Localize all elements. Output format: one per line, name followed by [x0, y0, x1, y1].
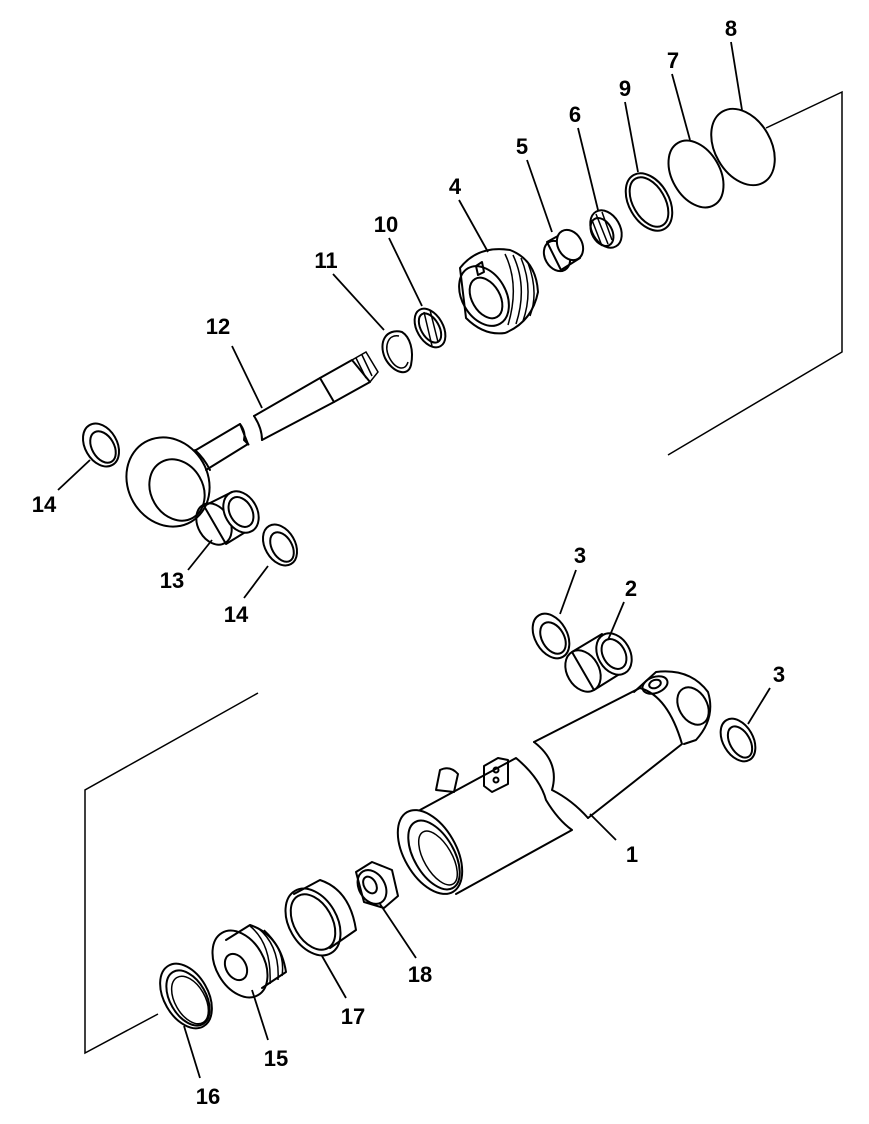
- part-13-bushing: [195, 490, 260, 546]
- upper-assembly-frame: [667, 90, 843, 456]
- part-11-snap-ring: [381, 330, 413, 374]
- part-9-backup-ring: [624, 172, 674, 232]
- part-7-ring: [667, 139, 725, 209]
- callout-14-upper: 14: [32, 492, 57, 517]
- part-3-seal-right: [719, 717, 757, 763]
- callout-3-right: 3: [773, 662, 785, 687]
- callout-15: 15: [264, 1046, 288, 1071]
- part-4-cylinder-head: [458, 248, 539, 335]
- callout-6: 6: [569, 102, 581, 127]
- part-2-bushing: [564, 632, 633, 693]
- callout-4: 4: [449, 174, 462, 199]
- callout-14-lower: 14: [224, 602, 249, 627]
- part-6-dust-seal: [589, 209, 623, 249]
- leader-lines: [57, 41, 771, 1079]
- part-18-nut: [355, 861, 399, 909]
- part-1-cylinder-tube: [396, 670, 712, 895]
- part-14-seal-lower: [261, 523, 299, 567]
- callout-8: 8: [725, 16, 737, 41]
- callout-10: 10: [374, 212, 398, 237]
- callout-9: 9: [619, 76, 631, 101]
- callout-12: 12: [206, 314, 230, 339]
- lower-assembly-frame: [84, 692, 259, 1055]
- part-5-bushing: [542, 228, 585, 273]
- callout-2: 2: [625, 576, 637, 601]
- part-10-seal: [413, 307, 447, 349]
- part-8-o-ring: [710, 107, 776, 187]
- part-3-seal-top: [531, 612, 571, 660]
- part-14-seal-upper: [81, 422, 121, 468]
- part-17-piston-ring: [284, 879, 357, 957]
- callout-3-top: 3: [574, 543, 586, 568]
- callout-17: 17: [341, 1004, 365, 1029]
- callout-13: 13: [160, 568, 184, 593]
- callout-7: 7: [667, 48, 679, 73]
- part-12-piston-rod: [125, 350, 379, 528]
- callout-5: 5: [516, 134, 528, 159]
- part-16-wear-ring: [159, 962, 213, 1030]
- callout-1: 1: [626, 842, 638, 867]
- part-15-piston: [211, 924, 287, 999]
- callout-18: 18: [408, 962, 432, 987]
- callout-16: 16: [196, 1084, 220, 1109]
- callout-11: 11: [314, 248, 337, 273]
- callout-labels: 8 7 9 6 5 4 10 11 12 14 13 14 3 2 3 1 18…: [32, 16, 785, 1109]
